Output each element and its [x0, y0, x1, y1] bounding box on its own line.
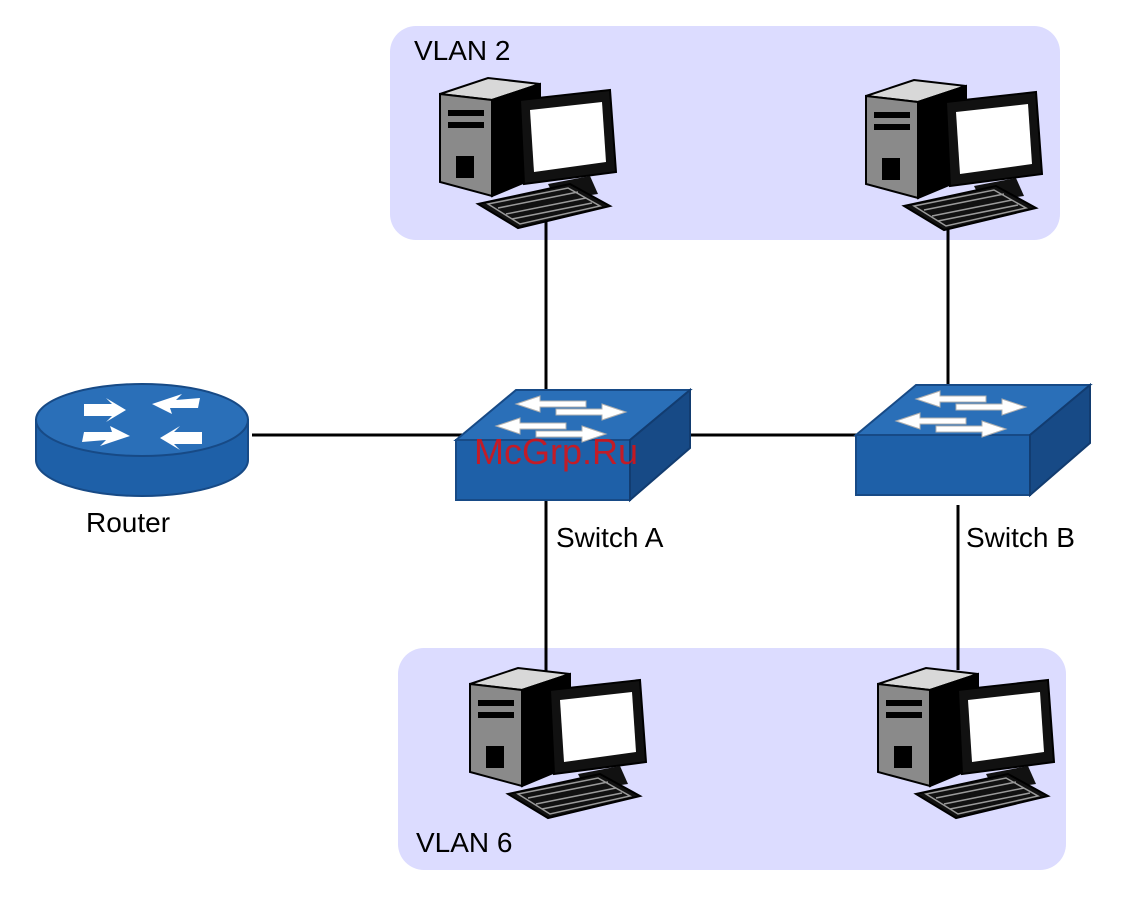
- watermark-text: McGrp.Ru: [474, 431, 638, 472]
- router-label: Router: [86, 507, 170, 538]
- switch-a-label: Switch A: [556, 522, 664, 553]
- vlan-6-label: VLAN 6: [416, 827, 513, 858]
- switch-b-icon: [856, 385, 1090, 495]
- router-icon: [36, 384, 248, 496]
- switch-b-label: Switch B: [966, 522, 1075, 553]
- vlan-2-label: VLAN 2: [414, 35, 511, 66]
